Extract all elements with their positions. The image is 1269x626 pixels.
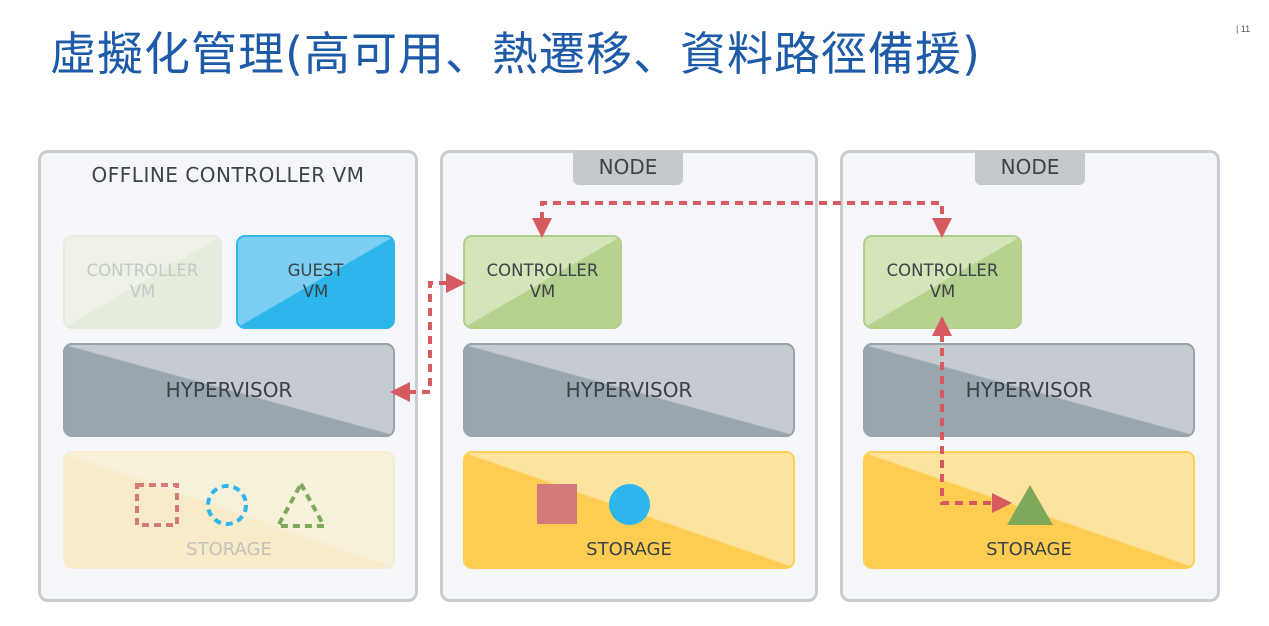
data-square-icon — [537, 484, 577, 524]
controller-vm-label-line1: CONTROLLER — [886, 261, 999, 281]
controller-vm-label-line1: CONTROLLER — [86, 261, 199, 281]
storage-label: STORAGE — [986, 538, 1072, 560]
storage-label: STORAGE — [186, 538, 272, 560]
controller-vm-offline: CONTROLLER VM — [63, 235, 222, 329]
guest-vm-label-line2: VM — [302, 282, 329, 301]
controller-vm-label-line2: VM — [529, 282, 556, 301]
guest-vm: GUEST VM — [236, 235, 395, 329]
panel-node-2: NODE CONTROLLER VM HYPERVISOR STORAGE — [840, 150, 1220, 602]
panel-offline-controller: OFFLINE CONTROLLER VM CONTROLLER VM GUES… — [38, 150, 418, 602]
storage-offline: STORAGE — [63, 451, 395, 569]
circle-outline-icon — [206, 484, 248, 526]
panel-node-1: NODE CONTROLLER VM HYPERVISOR STORAGE — [440, 150, 818, 602]
controller-vm-label-line2: VM — [129, 282, 156, 301]
storage-label: STORAGE — [586, 538, 672, 560]
hypervisor-label: HYPERVISOR — [965, 377, 1093, 402]
controller-vm-label-line2: VM — [929, 282, 956, 301]
hypervisor-label: HYPERVISOR — [565, 377, 693, 402]
hypervisor-label: HYPERVISOR — [165, 377, 293, 402]
storage: STORAGE — [863, 451, 1195, 569]
slide-title: 虛擬化管理(高可用、熱遷移、資料路徑備援) — [50, 27, 981, 81]
hypervisor: HYPERVISOR — [863, 343, 1195, 437]
storage: STORAGE — [463, 451, 795, 569]
data-circle-icon — [609, 484, 650, 525]
data-triangle-icon — [1007, 485, 1053, 525]
controller-vm-label-line1: CONTROLLER — [486, 261, 599, 281]
page-number: | 11 — [1236, 24, 1251, 34]
controller-vm: CONTROLLER VM — [463, 235, 622, 329]
controller-vm: CONTROLLER VM — [863, 235, 1022, 329]
hypervisor: HYPERVISOR — [463, 343, 795, 437]
hypervisor: HYPERVISOR — [63, 343, 395, 437]
guest-vm-label-line1: GUEST — [287, 261, 344, 281]
panel-title: OFFLINE CONTROLLER VM — [91, 163, 365, 187]
node-tab: NODE — [975, 150, 1085, 185]
triangle-outline-icon — [275, 481, 327, 528]
node-tab: NODE — [573, 150, 683, 185]
square-outline-icon — [135, 483, 179, 527]
